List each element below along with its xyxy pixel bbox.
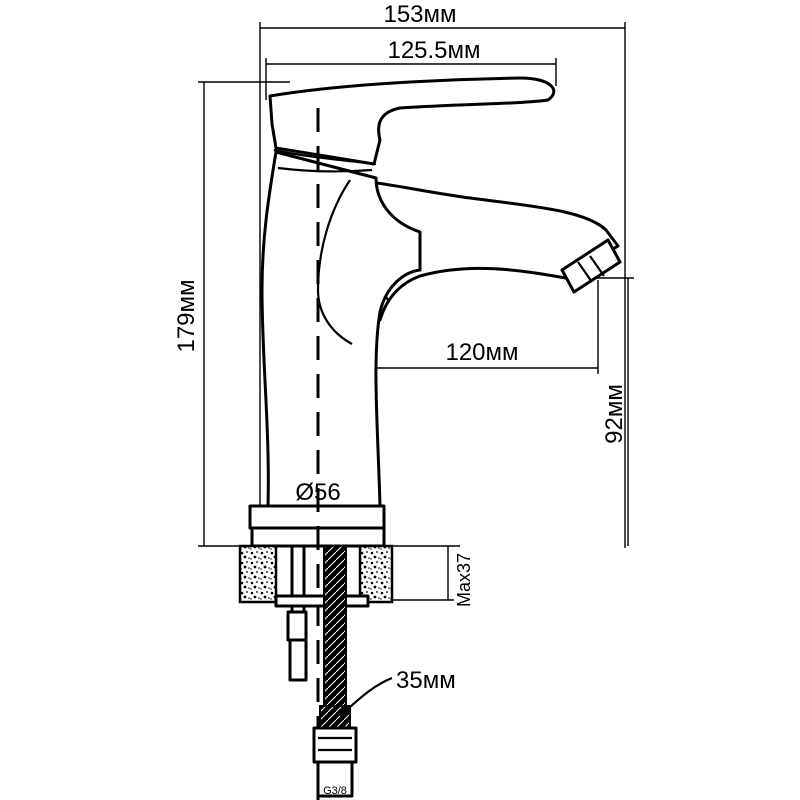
dimension-max-thickness: Max37: [392, 546, 474, 607]
hose-end: [316, 760, 354, 798]
hole-size-label: 35мм: [396, 667, 456, 694]
overall-height-label: 179мм: [173, 279, 200, 352]
faucet-handle: [268, 76, 556, 166]
spout-height-label: 92мм: [601, 384, 628, 444]
max-thickness-label: Max37: [454, 553, 474, 607]
handle-width-label: 125.5мм: [387, 37, 480, 64]
mounting-stud-tip: [288, 638, 308, 682]
flexible-hose: [323, 545, 347, 711]
faucet-column: [260, 150, 422, 508]
faucet-spout: [328, 179, 620, 322]
mounting-stud-lower: [286, 610, 308, 642]
base-diameter-label: Ø56: [295, 479, 340, 506]
dimension-overall-width: 153мм: [259, 1, 626, 548]
faucet-body: [248, 76, 622, 800]
hose-nut: [312, 726, 358, 764]
aerator: [560, 238, 622, 294]
dimension-spout-height: 92мм: [596, 277, 634, 546]
dimension-base-diameter: Ø56: [270, 479, 378, 507]
dimension-overall-height: 179мм: [173, 81, 460, 547]
countertop-section: [238, 544, 394, 604]
mounting-hardware: G3/8: [274, 544, 370, 798]
retaining-plate: [274, 594, 370, 608]
spout-reach-label: 120мм: [445, 339, 518, 366]
dimension-handle-width: 125.5мм: [265, 37, 557, 100]
body-inner-curve: [316, 179, 353, 345]
overall-width-label: 153мм: [383, 1, 456, 28]
thread-label: G3/8: [323, 785, 347, 797]
countertop-right: [358, 544, 394, 604]
dimension-hole-size: 35мм: [339, 667, 456, 717]
countertop-left: [238, 544, 278, 604]
